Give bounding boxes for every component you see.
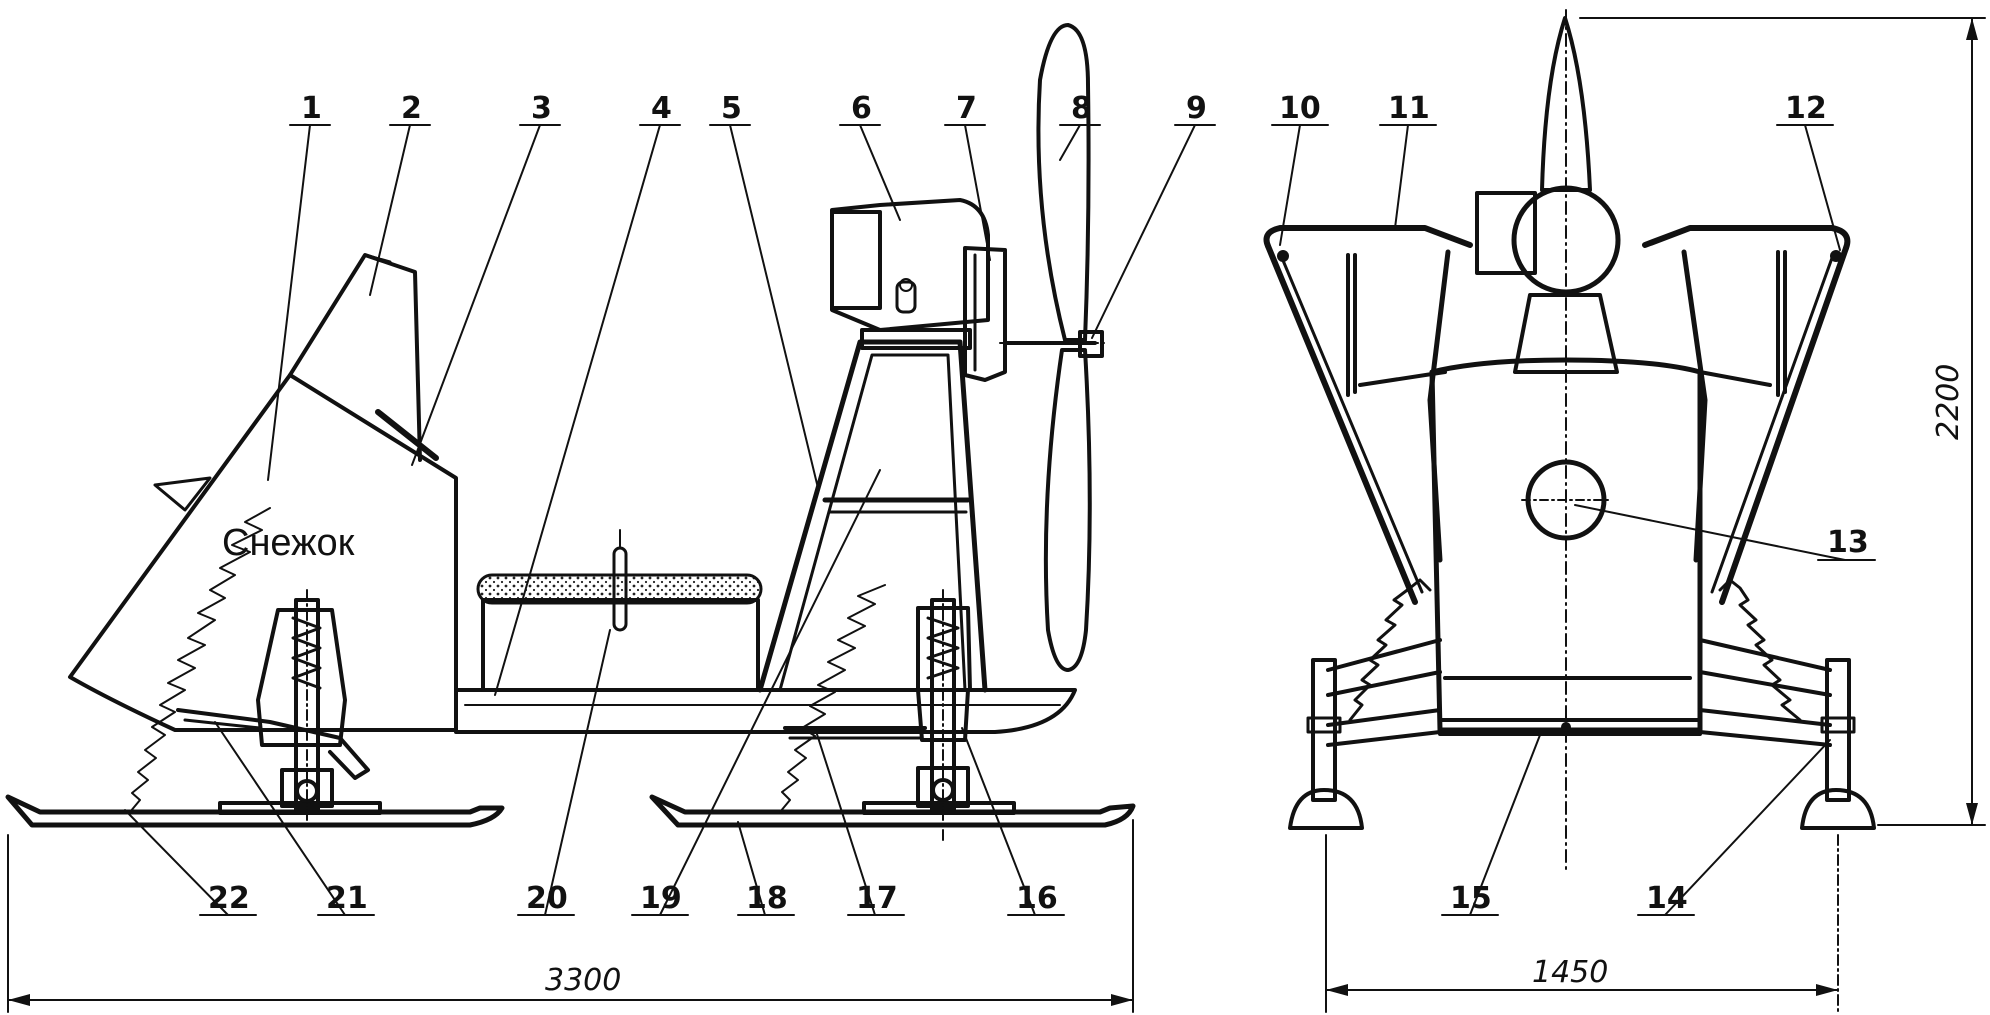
left-corner-joint xyxy=(1277,250,1289,262)
engine-carb xyxy=(830,210,882,310)
rear-spring-zigzag xyxy=(779,584,886,813)
callout-4: 4 xyxy=(651,91,672,126)
roll-cage xyxy=(1263,225,1473,249)
left-ski-front xyxy=(1288,788,1364,830)
seat-base xyxy=(481,598,760,692)
leader-lines xyxy=(124,124,1876,916)
callout-20: 20 xyxy=(526,881,568,916)
front-bottom-bar xyxy=(1438,718,1702,736)
frame-right-leg xyxy=(1719,245,1849,605)
callout-18: 18 xyxy=(746,881,788,916)
brand-label: Снежок xyxy=(222,522,355,564)
callout-14: 14 xyxy=(1646,881,1688,916)
front-strut xyxy=(176,589,370,826)
callout-5: 5 xyxy=(721,91,742,126)
front-ski-pad xyxy=(218,801,382,815)
cowl-lip xyxy=(153,476,212,512)
callout-8: 8 xyxy=(1071,91,1092,126)
width-dimension: 1450 xyxy=(1532,955,1608,990)
hull-floor xyxy=(454,688,1077,734)
spark-plug xyxy=(895,280,917,314)
windshield-inner xyxy=(363,253,392,264)
engine-pylon-inner xyxy=(778,353,967,692)
callout-6: 6 xyxy=(851,91,872,126)
rear-ski xyxy=(649,794,1136,828)
engine-mount xyxy=(860,328,972,350)
front-spring-zigzag xyxy=(129,507,271,813)
front-body-box xyxy=(1429,357,1703,733)
drive-housing xyxy=(963,246,1007,382)
callout-1: 1 xyxy=(301,91,322,126)
propeller-blade-upper xyxy=(1036,23,1091,342)
rear-strut xyxy=(783,589,972,841)
left-ski-post xyxy=(1311,658,1337,802)
seat-cushion xyxy=(476,573,763,605)
right-corner-joint xyxy=(1830,250,1842,262)
callout-7: 7 xyxy=(956,91,977,126)
callout-16: 16 xyxy=(1016,881,1058,916)
callout-2: 2 xyxy=(401,91,422,126)
callout-15: 15 xyxy=(1450,881,1492,916)
callout-19: 19 xyxy=(640,881,682,916)
front-engine-side xyxy=(1475,191,1537,275)
right-ski-post xyxy=(1825,658,1851,802)
frame-left-leg xyxy=(1265,243,1418,605)
height-dimension: 2200 xyxy=(1931,364,1966,440)
windshield-bracket xyxy=(375,409,439,461)
front-engine-head xyxy=(1511,185,1621,295)
side-view: Снежок xyxy=(5,23,1136,841)
callout-22: 22 xyxy=(208,881,250,916)
front-view xyxy=(1263,9,1876,871)
callout-9: 9 xyxy=(1186,91,1207,126)
callout-17: 17 xyxy=(856,881,898,916)
callout-10: 10 xyxy=(1279,91,1321,126)
callout-numbers: 1 2 3 4 5 6 7 8 9 10 11 12 13 14 15 16 1… xyxy=(208,91,1869,916)
right-spring xyxy=(1718,578,1802,722)
callout-11: 11 xyxy=(1388,91,1430,126)
right-ski-front xyxy=(1800,788,1876,830)
rear-ski-pad xyxy=(862,801,1016,815)
callout-3: 3 xyxy=(531,91,552,126)
dimensions: 3300 1450 2200 xyxy=(7,17,1986,1013)
callout-13: 13 xyxy=(1827,525,1869,560)
front-ski xyxy=(5,794,505,828)
callout-21: 21 xyxy=(326,881,368,916)
front-fairing xyxy=(68,373,458,732)
engine-pylon xyxy=(757,339,988,693)
propeller-blade-lower xyxy=(1043,348,1092,672)
callout-12: 12 xyxy=(1785,91,1827,126)
length-dimension: 3300 xyxy=(545,963,621,998)
left-spring xyxy=(1348,578,1432,722)
